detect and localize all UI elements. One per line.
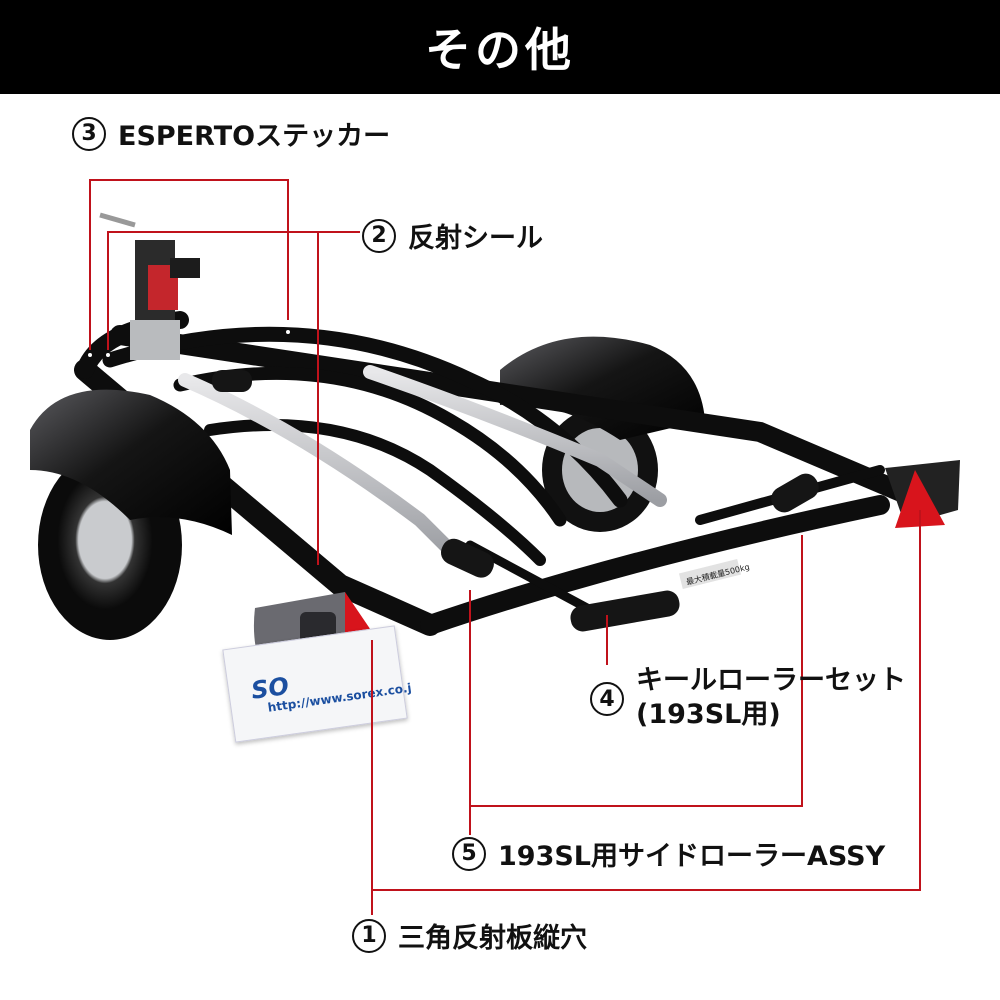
callout-number-3: 3 bbox=[72, 116, 106, 151]
callout-keel-roller-set: 4 キールローラーセット (193SL用) bbox=[590, 664, 906, 732]
capacity-plate: 最大積載量500kg bbox=[678, 558, 750, 590]
callout-number-5: 5 bbox=[452, 836, 486, 871]
callout-number-2: 2 bbox=[362, 218, 396, 253]
callout-label-4-line1: キールローラーセット bbox=[636, 665, 906, 696]
callout-label-2: 反射シール bbox=[408, 223, 543, 254]
front-wheel bbox=[30, 389, 232, 640]
callout-label-3: ESPERTOステッカー bbox=[118, 121, 391, 152]
callout-triangle-reflector-hole: 1 三角反射板縦穴 bbox=[352, 916, 587, 955]
callout-reflective-seal: 2 反射シール bbox=[362, 216, 543, 255]
callout-side-roller-assy: 5 193SL用サイドローラーASSY bbox=[452, 834, 885, 873]
callout-number-1: 1 bbox=[352, 918, 386, 953]
callout-number-4: 4 bbox=[590, 682, 624, 716]
right-tail-light bbox=[885, 460, 960, 528]
callout-esperto-sticker: 3 ESPERTOステッカー bbox=[72, 114, 390, 153]
callout-label-4-line2: (193SL用) bbox=[636, 699, 781, 730]
bunk-rails bbox=[178, 365, 667, 562]
callout-label-5: 193SL用サイドローラーASSY bbox=[498, 841, 886, 872]
callout-label-1: 三角反射板縦穴 bbox=[398, 923, 587, 954]
page-title: その他 bbox=[0, 0, 1000, 94]
